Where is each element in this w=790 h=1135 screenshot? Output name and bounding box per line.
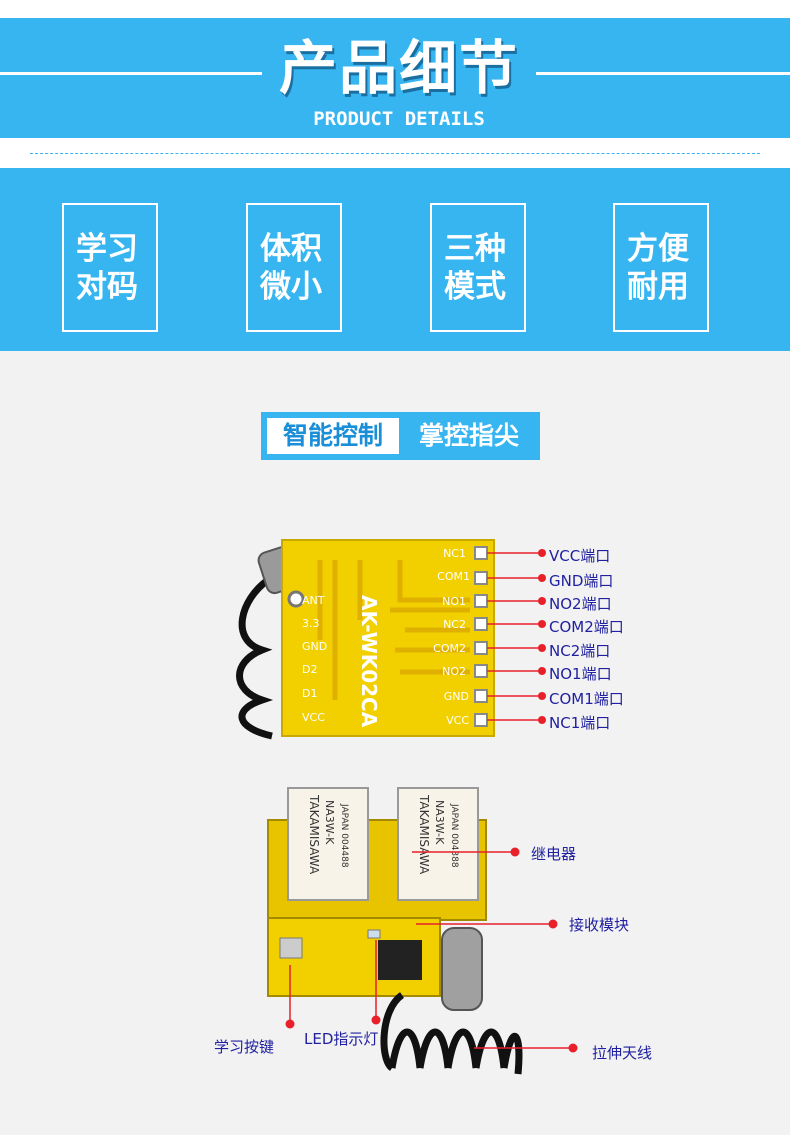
right-pin-label: NO2 xyxy=(442,665,466,678)
relay-brand-text: TAKAMISAWA xyxy=(417,794,431,875)
bottom-callout-lines xyxy=(289,851,572,1049)
pcb-top xyxy=(281,539,495,737)
led-icon xyxy=(367,929,381,939)
feature-text: 体积 xyxy=(260,231,322,267)
callout-led: LED指示灯 xyxy=(304,1030,379,1048)
feature-box-size: 体积微小 xyxy=(246,203,342,332)
feature-band: 学习对码 体积微小 三种模式 方便耐用 xyxy=(0,168,790,351)
relay-code-text: JAPAN 004388 xyxy=(449,803,459,868)
section-banner: 智能控制 掌控指尖 xyxy=(261,412,540,460)
callout-no1-port: NO1端口 xyxy=(549,665,612,683)
callout-receiver: 接收模块 xyxy=(569,916,630,934)
learn-button-icon xyxy=(279,937,303,959)
feature-text: 耐用 xyxy=(627,269,689,305)
callout-nc1-port: NC1端口 xyxy=(549,714,611,732)
callout-vcc-port: VCC端口 xyxy=(549,547,611,565)
banner-left: 智能控制 xyxy=(267,418,399,454)
feature-text: 三种 xyxy=(444,231,506,267)
page-title: 产品细节 xyxy=(278,34,519,102)
spiral-antenna xyxy=(380,992,523,1075)
callout-gnd-port: GND端口 xyxy=(549,572,614,590)
relay-left xyxy=(287,787,369,901)
callout-relay: 继电器 xyxy=(531,845,577,863)
banner-right: 掌控指尖 xyxy=(418,421,519,450)
left-pin-labels: ANT 3.3 GND D2 D1 VCC xyxy=(302,594,327,724)
dashed-divider xyxy=(30,153,760,154)
top-board: AK-WK02CA ANT 3.3 GND D2 D1 VCC NC1 COM1… xyxy=(236,539,546,740)
relay-code-text: JAPAN 004488 xyxy=(339,803,349,868)
left-pin-label: D1 xyxy=(302,687,317,700)
callout-com2-port: COM2端口 xyxy=(549,618,624,636)
left-pin-label: 3.3 xyxy=(302,617,320,630)
header-band: 产品细节 PRODUCT DETAILS xyxy=(0,18,790,138)
right-pin-label: NO1 xyxy=(442,595,466,608)
left-pin-label: VCC xyxy=(302,711,325,724)
board-model-text: AK-WK02CA xyxy=(357,595,381,728)
feature-box-modes: 三种模式 xyxy=(430,203,526,332)
callout-nc2-port: NC2端口 xyxy=(549,642,611,660)
right-pin-labels: NC1 COM1 NO1 NC2 COM2 NO2 GND VCC xyxy=(433,547,470,727)
feature-box-learn: 学习对码 xyxy=(62,203,158,332)
bottom-callout-dots xyxy=(285,847,578,1053)
callout-antenna: 拉伸天线 xyxy=(592,1044,653,1062)
header-rule-right xyxy=(536,72,790,75)
feature-text: 对码 xyxy=(76,269,138,305)
top-callout-lines xyxy=(487,552,541,721)
right-pin-label: COM1 xyxy=(437,570,470,583)
chip-icon xyxy=(378,940,422,980)
relay-model-text: NA3W-K xyxy=(323,800,336,845)
header-rule-left xyxy=(0,72,262,75)
right-pin-label: NC1 xyxy=(443,547,466,560)
feature-text: 模式 xyxy=(444,269,506,305)
relay-model-text: NA3W-K xyxy=(433,800,446,845)
right-pin-label: COM2 xyxy=(433,642,466,655)
right-pin-label: GND xyxy=(444,690,469,703)
right-pin-label: NC2 xyxy=(443,618,466,631)
callout-com1-port: COM1端口 xyxy=(549,690,624,708)
left-pin-label: ANT xyxy=(302,594,325,607)
right-pin-label: VCC xyxy=(446,714,469,727)
bottom-board: TAKAMISAWA NA3W-K JAPAN 004488 TAKAMISAW… xyxy=(267,787,578,1075)
antenna-coil-top xyxy=(236,577,274,740)
left-pin-label: GND xyxy=(302,640,327,653)
feature-text: 方便 xyxy=(627,231,689,267)
antenna-cap-bottom xyxy=(441,927,483,1011)
feature-text: 学习 xyxy=(76,231,138,267)
callout-learn-button: 学习按键 xyxy=(214,1038,275,1056)
feature-box-durable: 方便耐用 xyxy=(613,203,709,332)
feature-text: 微小 xyxy=(260,269,322,305)
relay-brand-text: TAKAMISAWA xyxy=(307,794,321,875)
left-pin-pads xyxy=(287,590,305,608)
callout-no2-port: NO2端口 xyxy=(549,595,612,613)
top-callout-dots xyxy=(538,549,546,724)
relay-right xyxy=(397,787,479,901)
left-pin-label: D2 xyxy=(302,663,317,676)
page-subtitle: PRODUCT DETAILS xyxy=(313,108,485,130)
